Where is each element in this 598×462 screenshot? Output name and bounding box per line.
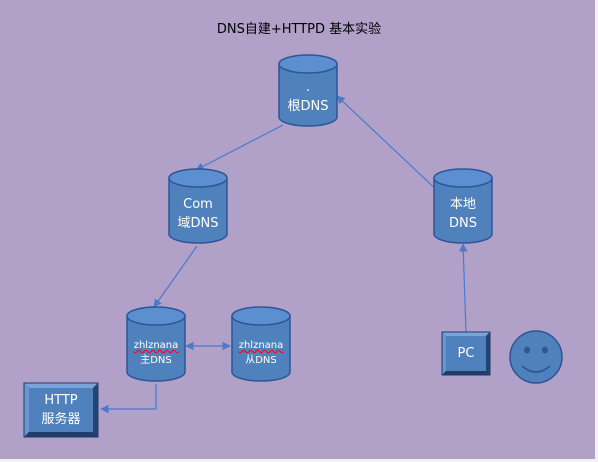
- root-dns-dot: .: [305, 80, 311, 95]
- slave-dns-cylinder: [231, 306, 291, 382]
- edge-local-dns-to-root-dns: [336, 95, 443, 196]
- slave-dns-label: zhlznana 从DNS: [229, 338, 293, 368]
- local-dns-cylinder: [433, 168, 493, 244]
- root-dns-cylinder: [278, 54, 338, 127]
- slave-dns-line2: 从DNS: [245, 355, 277, 366]
- edge-com-dns-to-master-dns: [153, 245, 198, 308]
- edges: [100, 95, 468, 414]
- http-server-line2: 服务器: [41, 412, 81, 427]
- diagram-title: DNS自建+HTTPD 基本实验: [216, 22, 382, 37]
- master-dns-cylinder: [126, 306, 186, 382]
- edge-master-dns-to-http-server: [100, 384, 157, 414]
- smiley-face-icon: [509, 330, 563, 384]
- local-dns-line2: DNS: [449, 216, 477, 231]
- local-dns-label: 本地 DNS: [434, 195, 492, 233]
- http-server-box: [23, 382, 99, 438]
- root-dns-name: 根DNS: [287, 99, 329, 114]
- pc-box: [441, 331, 491, 376]
- com-dns-cylinder: [168, 168, 228, 244]
- master-dns-label: zhlznana 主DNS: [124, 338, 188, 368]
- slave-dns-line1: zhlznana: [238, 340, 284, 351]
- com-dns-line1: Com: [183, 197, 213, 212]
- com-dns-label: Com 域DNS: [169, 195, 227, 233]
- master-dns-line2: 主DNS: [140, 355, 172, 366]
- local-dns-line1: 本地: [449, 197, 476, 212]
- master-dns-line1: zhlznana: [133, 340, 179, 351]
- pc-label: PC: [457, 346, 475, 361]
- edge-root-dns-to-com-dns: [195, 124, 284, 171]
- edge-pc-to-local-dns: [459, 243, 468, 333]
- root-dns-label: . 根DNS: [279, 78, 337, 116]
- http-server-line1: HTTP: [44, 393, 78, 408]
- com-dns-line2: 域DNS: [177, 216, 219, 231]
- http-server-label: HTTP 服务器: [29, 391, 93, 429]
